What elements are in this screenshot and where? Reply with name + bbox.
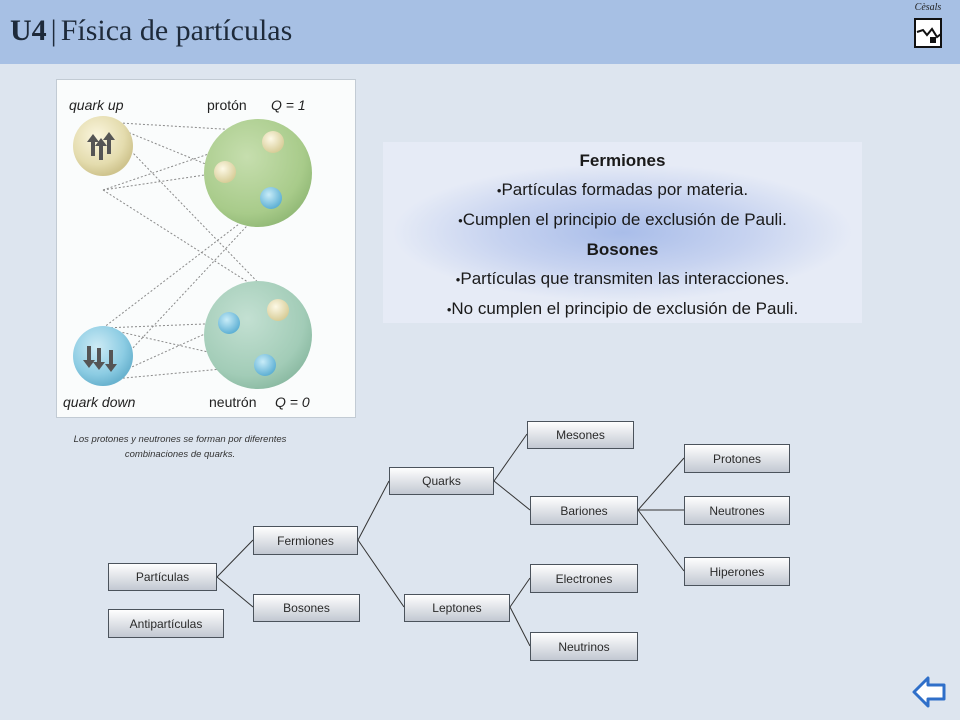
page-title: U4|Física de partículas — [10, 14, 292, 48]
title-text: Física de partículas — [60, 14, 293, 47]
logo-text: Cèsals — [914, 2, 942, 13]
unit-label: U4 — [10, 14, 47, 47]
node-leptones: Leptones — [404, 594, 510, 622]
neutron-down-quark — [218, 312, 240, 334]
back-arrow-icon — [912, 676, 946, 708]
proton-label: protón — [207, 97, 247, 113]
node-bosones: Bosones — [253, 594, 360, 622]
proton-up-quark — [214, 161, 236, 183]
node-bariones: Bariones — [530, 496, 638, 525]
bosons-point: Partículas que transmiten las interaccio… — [383, 264, 862, 294]
node-neutrinos: Neutrinos — [530, 632, 638, 661]
back-button[interactable] — [911, 674, 947, 710]
proton-down-quark — [260, 187, 282, 209]
spin-up-arrows-icon — [87, 132, 115, 160]
node-quarks: Quarks — [389, 467, 494, 495]
node-hiperones: Hiperones — [684, 557, 790, 586]
quark-figure: quark up protón Q = 1 quark down neutrón… — [56, 79, 356, 418]
figure-caption: Los protones y neutrones se forman por d… — [73, 434, 287, 460]
node-particulas: Partículas — [108, 563, 217, 591]
node-electrones: Electrones — [530, 564, 638, 593]
quark-down-sphere — [73, 326, 133, 386]
fermions-point: Cumplen el principio de exclusión de Pau… — [383, 205, 862, 235]
node-neutrones: Neutrones — [684, 496, 790, 525]
header-bar: U4|Física de partículas Cèsals — [0, 0, 960, 64]
quark-down-label: quark down — [63, 394, 136, 410]
neutron-charge: Q = 0 — [275, 394, 310, 410]
proton-up-quark — [262, 131, 284, 153]
bosons-heading: Bosones — [586, 240, 659, 259]
fermions-heading: Fermiones — [579, 151, 666, 170]
proton-sphere — [204, 119, 312, 227]
publisher-logo: Cèsals — [908, 2, 948, 52]
node-fermiones: Fermiones — [253, 526, 358, 555]
bosons-point: No cumplen el principio de exclusión de … — [383, 294, 862, 324]
title-separator: | — [50, 14, 57, 47]
node-mesones: Mesones — [527, 421, 634, 449]
spin-down-arrows-icon — [83, 346, 117, 372]
fermions-point: Partículas formadas por materia. — [383, 175, 862, 205]
neutron-down-quark — [254, 354, 276, 376]
node-protones: Protones — [684, 444, 790, 473]
neutron-up-quark — [267, 299, 289, 321]
info-box: Fermiones Partículas formadas por materi… — [383, 142, 862, 323]
quark-up-label: quark up — [69, 97, 124, 113]
chart-logo-icon — [914, 18, 942, 48]
neutron-label: neutrón — [209, 394, 256, 410]
quark-illustration: quark up protón Q = 1 quark down neutrón… — [63, 97, 312, 410]
proton-charge: Q = 1 — [271, 97, 306, 113]
node-antiparticulas: Antipartículas — [108, 609, 224, 638]
